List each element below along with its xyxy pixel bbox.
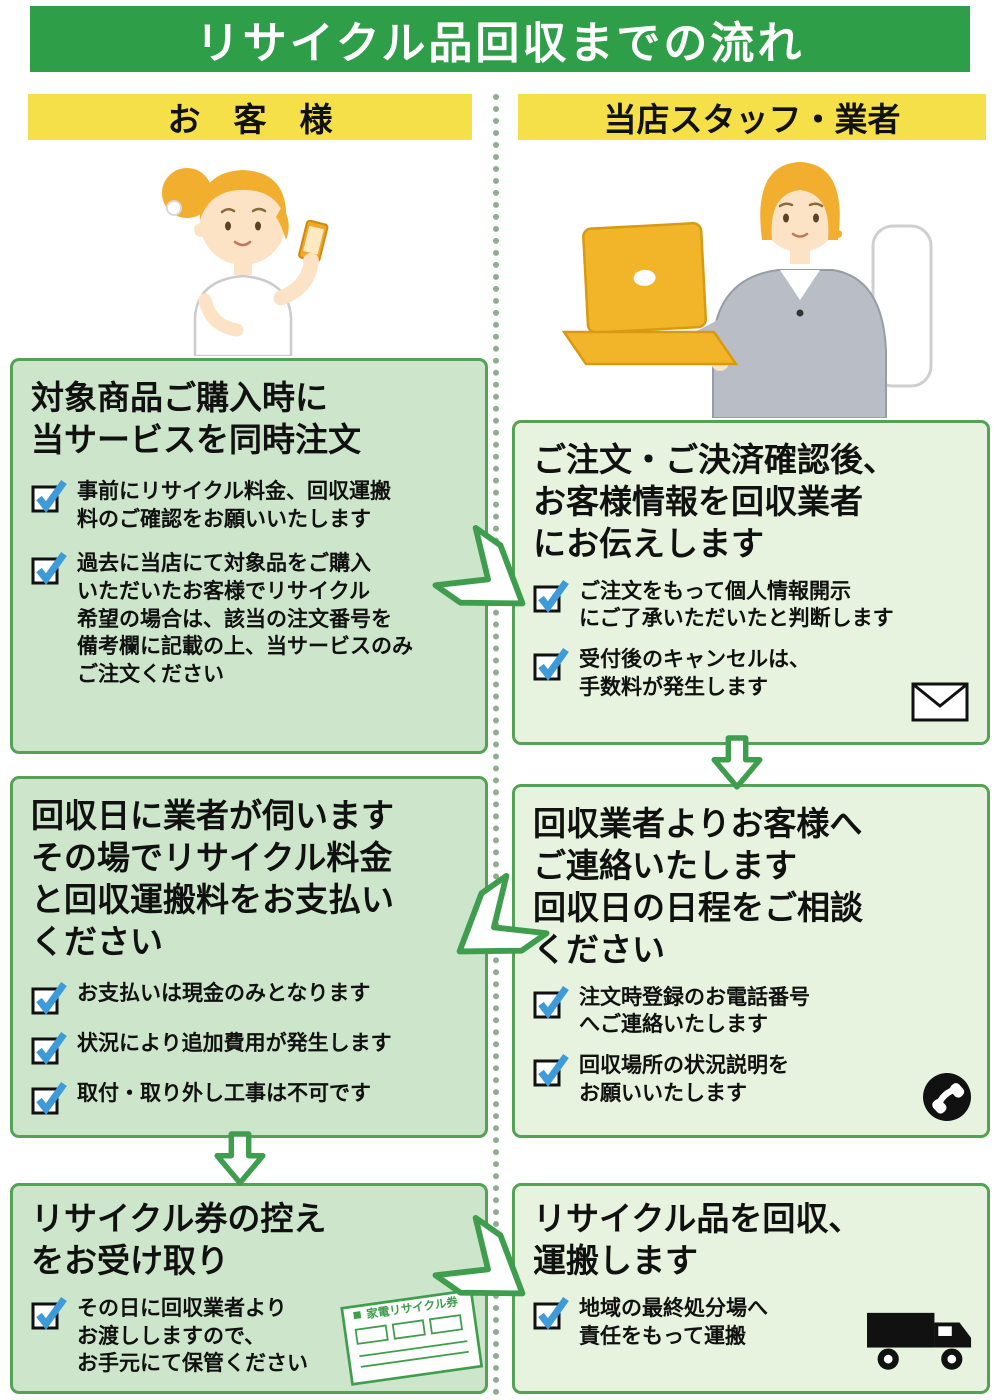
customer-illustration bbox=[135, 138, 350, 358]
check-item: ご注文をもって個人情報開示 にご了承いただいたと判断します bbox=[533, 578, 969, 633]
check-item-text: 過去に当店にて対象品をご購入 いただいたお客様でリサイクル 希望の場合は、該当の… bbox=[77, 551, 413, 687]
check-icon bbox=[533, 647, 569, 681]
arrow-down-icon bbox=[711, 735, 763, 790]
check-icon bbox=[533, 1296, 569, 1330]
check-icon bbox=[31, 1031, 67, 1065]
customer-step1-title: 対象商品ご購入時に 当サービスを同時注文 bbox=[31, 378, 361, 459]
page-title-bar: リサイクル品回収までの流れ bbox=[30, 6, 970, 72]
customer-step2-box: 回収日に業者が伺います その場でリサイクル料金 と回収運搬料をお支払い ください… bbox=[10, 776, 488, 1138]
customer-step1-box: 対象商品ご購入時に 当サービスを同時注文 事前にリサイクル料金、回収運搬 料のご… bbox=[10, 358, 488, 754]
check-item: 地域の最終処分場へ 責任をもって運搬 bbox=[533, 1295, 969, 1350]
check-icon bbox=[31, 981, 67, 1015]
staff-step2-title: 回収業者よりお客様へ ご連絡いたします 回収日の日程をご相談 ください bbox=[533, 804, 863, 969]
dotted-divider bbox=[493, 94, 499, 1396]
staff-illustration bbox=[528, 136, 960, 419]
check-item-text: お支払いは現金のみとなります bbox=[77, 980, 371, 1005]
check-item: 注文時登録のお電話番号 へご連絡いたします bbox=[533, 984, 969, 1039]
check-item-text: ご注文をもって個人情報開示 にご了承いただいたと判断します bbox=[579, 578, 894, 631]
column-header-staff: 当店スタッフ・業者 bbox=[518, 94, 986, 140]
check-icon bbox=[31, 1081, 67, 1115]
customer-step2-title: 回収日に業者が伺います その場でリサイクル料金 と回収運搬料をお支払い ください bbox=[31, 796, 394, 961]
check-icon bbox=[31, 551, 67, 586]
page-title: リサイクル品回収までの流れ bbox=[195, 18, 805, 69]
recycle-ticket-illustration: 家電リサイクル券 bbox=[340, 1288, 484, 1390]
check-item-text: 受付後のキャンセルは、 手数料が発生します bbox=[579, 647, 810, 699]
arrow-diagonal-icon bbox=[432, 1214, 542, 1322]
check-item: 過去に当店にて対象品をご購入 いただいたお客様でリサイクル 希望の場合は、該当の… bbox=[31, 550, 467, 689]
check-item: 状況により追加費用が発生します bbox=[31, 1030, 467, 1065]
check-item: お支払いは現金のみとなります bbox=[31, 980, 467, 1015]
check-item: 事前にリサイクル料金、回収運搬 料のご確認をお願いいたします bbox=[31, 478, 467, 533]
check-item-text: 注文時登録のお電話番号 へご連絡いたします bbox=[579, 984, 810, 1037]
staff-step2-box: 回収業者よりお客様へ ご連絡いたします 回収日の日程をご相談 ください 注文時登… bbox=[512, 784, 990, 1138]
staff-step1-title: ご注文・ご決済確認後、 お客様情報を回収業者 にお伝えします bbox=[533, 440, 896, 563]
staff-step3-box: リサイクル品を回収、 運搬します 地域の最終処分場へ 責任をもって運搬 bbox=[512, 1183, 990, 1394]
arrow-down-icon bbox=[214, 1131, 266, 1186]
check-item: 受付後のキャンセルは、 手数料が発生します bbox=[533, 646, 969, 701]
arrow-diagonal-icon bbox=[432, 524, 542, 632]
check-item-text: その日に回収業者より お渡ししますので、 お手元にて保管ください bbox=[77, 1295, 308, 1376]
check-item-text: 状況により追加費用が発生します bbox=[77, 1030, 392, 1055]
staff-step3-title: リサイクル品を回収、 運搬します bbox=[533, 1199, 862, 1280]
staff-step1-box: ご注文・ご決済確認後、 お客様情報を回収業者 にお伝えします ご注文をもって個人… bbox=[512, 420, 990, 745]
check-icon bbox=[533, 579, 569, 613]
column-header-customer: お 客 様 bbox=[28, 94, 472, 140]
check-icon bbox=[31, 479, 67, 513]
phone-icon bbox=[923, 1073, 971, 1121]
truck-icon bbox=[867, 1309, 973, 1377]
check-item-text: 事前にリサイクル料金、回収運搬 料のご確認をお願いいたします bbox=[77, 478, 391, 531]
customer-step3-box: リサイクル券の控え をお受け取り その日に回収業者より お渡ししますので、 お手… bbox=[10, 1183, 488, 1394]
check-icon bbox=[533, 985, 569, 1019]
check-icon bbox=[533, 1053, 569, 1087]
check-item-text: 回収場所の状況説明を お願いいたします bbox=[579, 1053, 789, 1105]
check-item: 回収場所の状況説明を お願いいたします bbox=[533, 1052, 969, 1107]
customer-step3-title: リサイクル券の控え をお受け取り bbox=[31, 1199, 327, 1280]
arrow-diagonal-icon bbox=[439, 872, 550, 980]
check-item: 取付・取り外し工事は不可です bbox=[31, 1080, 467, 1115]
check-item: その日に回収業者より お渡ししますので、 お手元にて保管ください bbox=[31, 1295, 467, 1378]
check-icon bbox=[31, 1296, 67, 1330]
check-item-text: 地域の最終処分場へ 責任をもって運搬 bbox=[579, 1295, 768, 1348]
check-item-text: 取付・取り外し工事は不可です bbox=[77, 1080, 371, 1105]
envelope-icon bbox=[911, 682, 969, 726]
